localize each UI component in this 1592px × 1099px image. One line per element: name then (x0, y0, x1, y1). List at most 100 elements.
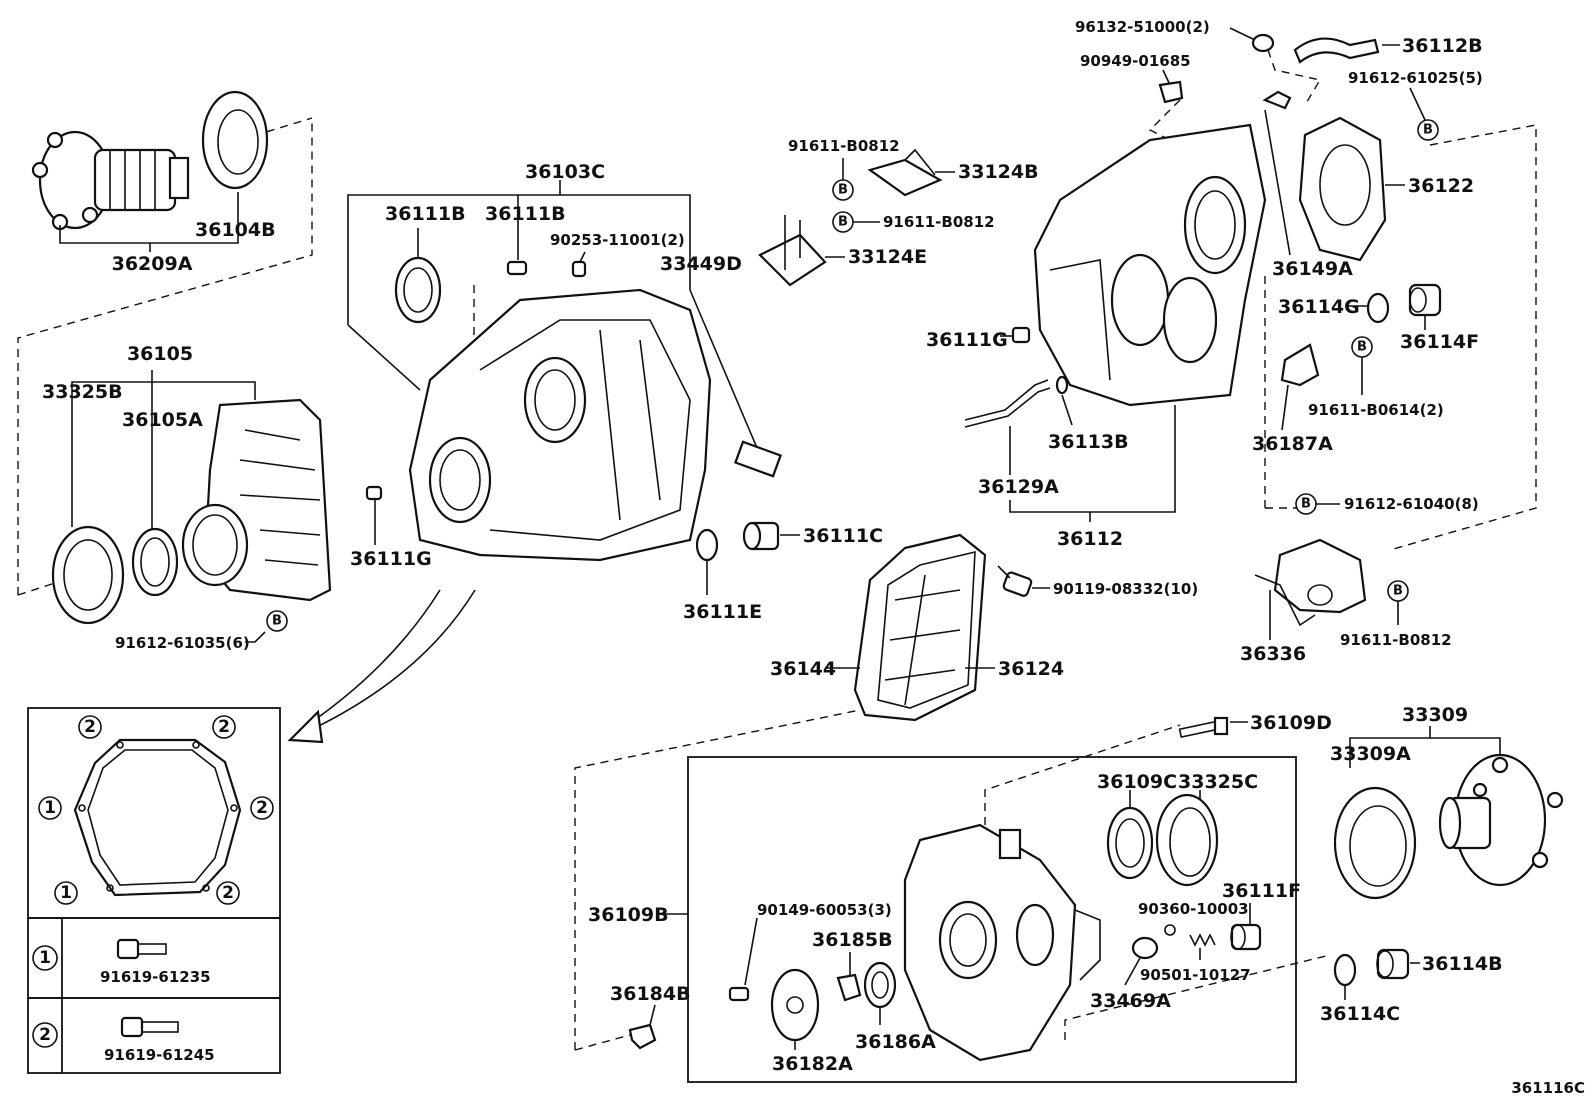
bolt-symbol-91612-61040: B (1295, 493, 1317, 515)
label-36103C: 36103C (525, 161, 605, 183)
part-36122-cover (1298, 116, 1387, 262)
svg-text:B: B (838, 215, 848, 230)
part-36114F-plug (1408, 283, 1442, 317)
part-36113B-ring (1055, 375, 1069, 395)
label-36105: 36105 (127, 343, 193, 365)
part-90253-pin (571, 260, 587, 278)
svg-text:B: B (1301, 497, 1311, 512)
label-91611-B0812-top: 91611-B0812 (788, 137, 900, 155)
part-36187A-cover (1280, 343, 1320, 387)
part-36112-transfer-case-cover (1033, 123, 1267, 407)
label-33469A: 33469A (1090, 990, 1171, 1012)
part-36111E-seal (695, 528, 719, 562)
part-36185B-block (836, 973, 862, 1002)
marker-1-left: 1 (38, 796, 62, 820)
part-90119-bolt (997, 565, 1033, 597)
label-36129A: 36129A (978, 476, 1059, 498)
marker-2-top-left: 2 (78, 715, 102, 739)
part-33325C-seal (1155, 793, 1219, 887)
label-36186A: 36186A (855, 1031, 936, 1053)
label-90360-10003: 90360-10003 (1138, 900, 1249, 918)
part-33449D-plate (734, 440, 782, 478)
marker-1-legend: 1 (32, 945, 58, 971)
part-36144-gasket (853, 533, 987, 722)
bolt-91619-61245-icon (120, 1016, 179, 1038)
label-36182A: 36182A (772, 1053, 853, 1075)
part-36103C-transfer-case (408, 288, 712, 562)
part-36111G-pin-right (1011, 326, 1031, 344)
marker-2-legend: 2 (32, 1022, 58, 1048)
label-90949-01685: 90949-01685 (1080, 52, 1191, 70)
part-36129A-tube (964, 379, 1051, 428)
label-36109B: 36109B (588, 904, 669, 926)
part-36109B-cover (903, 823, 1101, 1062)
part-33124B-bracket (867, 148, 943, 197)
svg-text:B: B (1357, 340, 1367, 355)
part-36184B-plug (628, 1023, 657, 1050)
label-36122: 36122 (1408, 175, 1474, 197)
label-36109C: 36109C (1097, 771, 1177, 793)
svg-text:2: 2 (222, 883, 234, 903)
label-36114B: 36114B (1422, 953, 1503, 975)
bolt-91619-61235-icon (116, 938, 167, 960)
label-36111G-right: 36111G (926, 329, 1008, 351)
label-91612-61025: 91612-61025(5) (1348, 69, 1483, 87)
svg-text:B: B (1423, 123, 1433, 138)
label-91611-B0812-mid: 91611-B0812 (883, 213, 995, 231)
label-91611-B0812-right: 91611-B0812 (1340, 631, 1452, 649)
part-36111B-seal-ring (394, 256, 442, 324)
svg-text:2: 2 (256, 798, 268, 818)
label-36105A: 36105A (122, 409, 203, 431)
svg-text:B: B (272, 614, 282, 629)
bolt-symbol-91612-61025: B (1417, 119, 1439, 141)
label-36111F: 36111F (1222, 880, 1301, 902)
bolt-symbol-top-2: B (832, 211, 854, 233)
label-36144: 36144 (770, 658, 836, 680)
part-90149-screw (728, 986, 750, 1002)
part-36114G-seal (1366, 292, 1390, 324)
part-36105A-seal (131, 527, 179, 597)
svg-text:1: 1 (39, 948, 51, 968)
label-36104B: 36104B (195, 219, 276, 241)
group-box-36109B (687, 756, 1297, 1083)
label-90501-10127: 90501-10127 (1140, 966, 1251, 984)
label-36111E: 36111E (683, 601, 762, 623)
part-36182A-pump (770, 968, 820, 1042)
label-36149A: 36149A (1272, 258, 1353, 280)
label-91612-61040: 91612-61040(8) (1344, 495, 1479, 513)
label-90253-11001: 90253-11001(2) (550, 231, 685, 249)
part-36124-cover-plate (877, 550, 976, 709)
part-36209A-output-shaft (31, 130, 190, 231)
label-36113B: 36113B (1048, 431, 1129, 453)
svg-text:2: 2 (218, 717, 230, 737)
part-36104B-oil-seal (201, 90, 269, 190)
label-36111C: 36111C (803, 525, 883, 547)
part-36149A-breather (1262, 90, 1292, 256)
label-36185B: 36185B (812, 929, 893, 951)
part-36109C-seal (1106, 806, 1154, 880)
part-36111F-plug (1230, 923, 1262, 951)
dashed-group-lines (17, 49, 1537, 1051)
bolt-symbol-91611-B0812-right: B (1387, 580, 1409, 602)
svg-text:1: 1 (44, 798, 56, 818)
figure-id: 361116C (1511, 1079, 1585, 1097)
marker-1-bottom-left: 1 (54, 881, 78, 905)
part-36105-extension-housing (181, 398, 332, 602)
svg-text:1: 1 (60, 883, 72, 903)
label-36336: 36336 (1240, 643, 1306, 665)
label-33309A: 33309A (1330, 743, 1411, 765)
label-36112: 36112 (1057, 528, 1123, 550)
label-91612-61035: 91612-61035(6) (115, 634, 250, 652)
marker-2-bottom-right: 2 (216, 881, 240, 905)
bolt-symbol-91611-B0614: B (1351, 336, 1373, 358)
part-33124E-bracket (758, 215, 827, 287)
label-36109D: 36109D (1250, 712, 1332, 734)
label-36111B-right: 36111B (485, 203, 566, 225)
part-90360-ball (1164, 924, 1176, 936)
svg-text:B: B (1393, 584, 1403, 599)
part-36111B-pin (506, 260, 528, 276)
part-36111G-pin-left (365, 485, 383, 501)
label-91619-61235: 91619-61235 (100, 968, 211, 986)
part-33309A-seal (1333, 786, 1417, 900)
label-33449D: 33449D (660, 253, 742, 275)
